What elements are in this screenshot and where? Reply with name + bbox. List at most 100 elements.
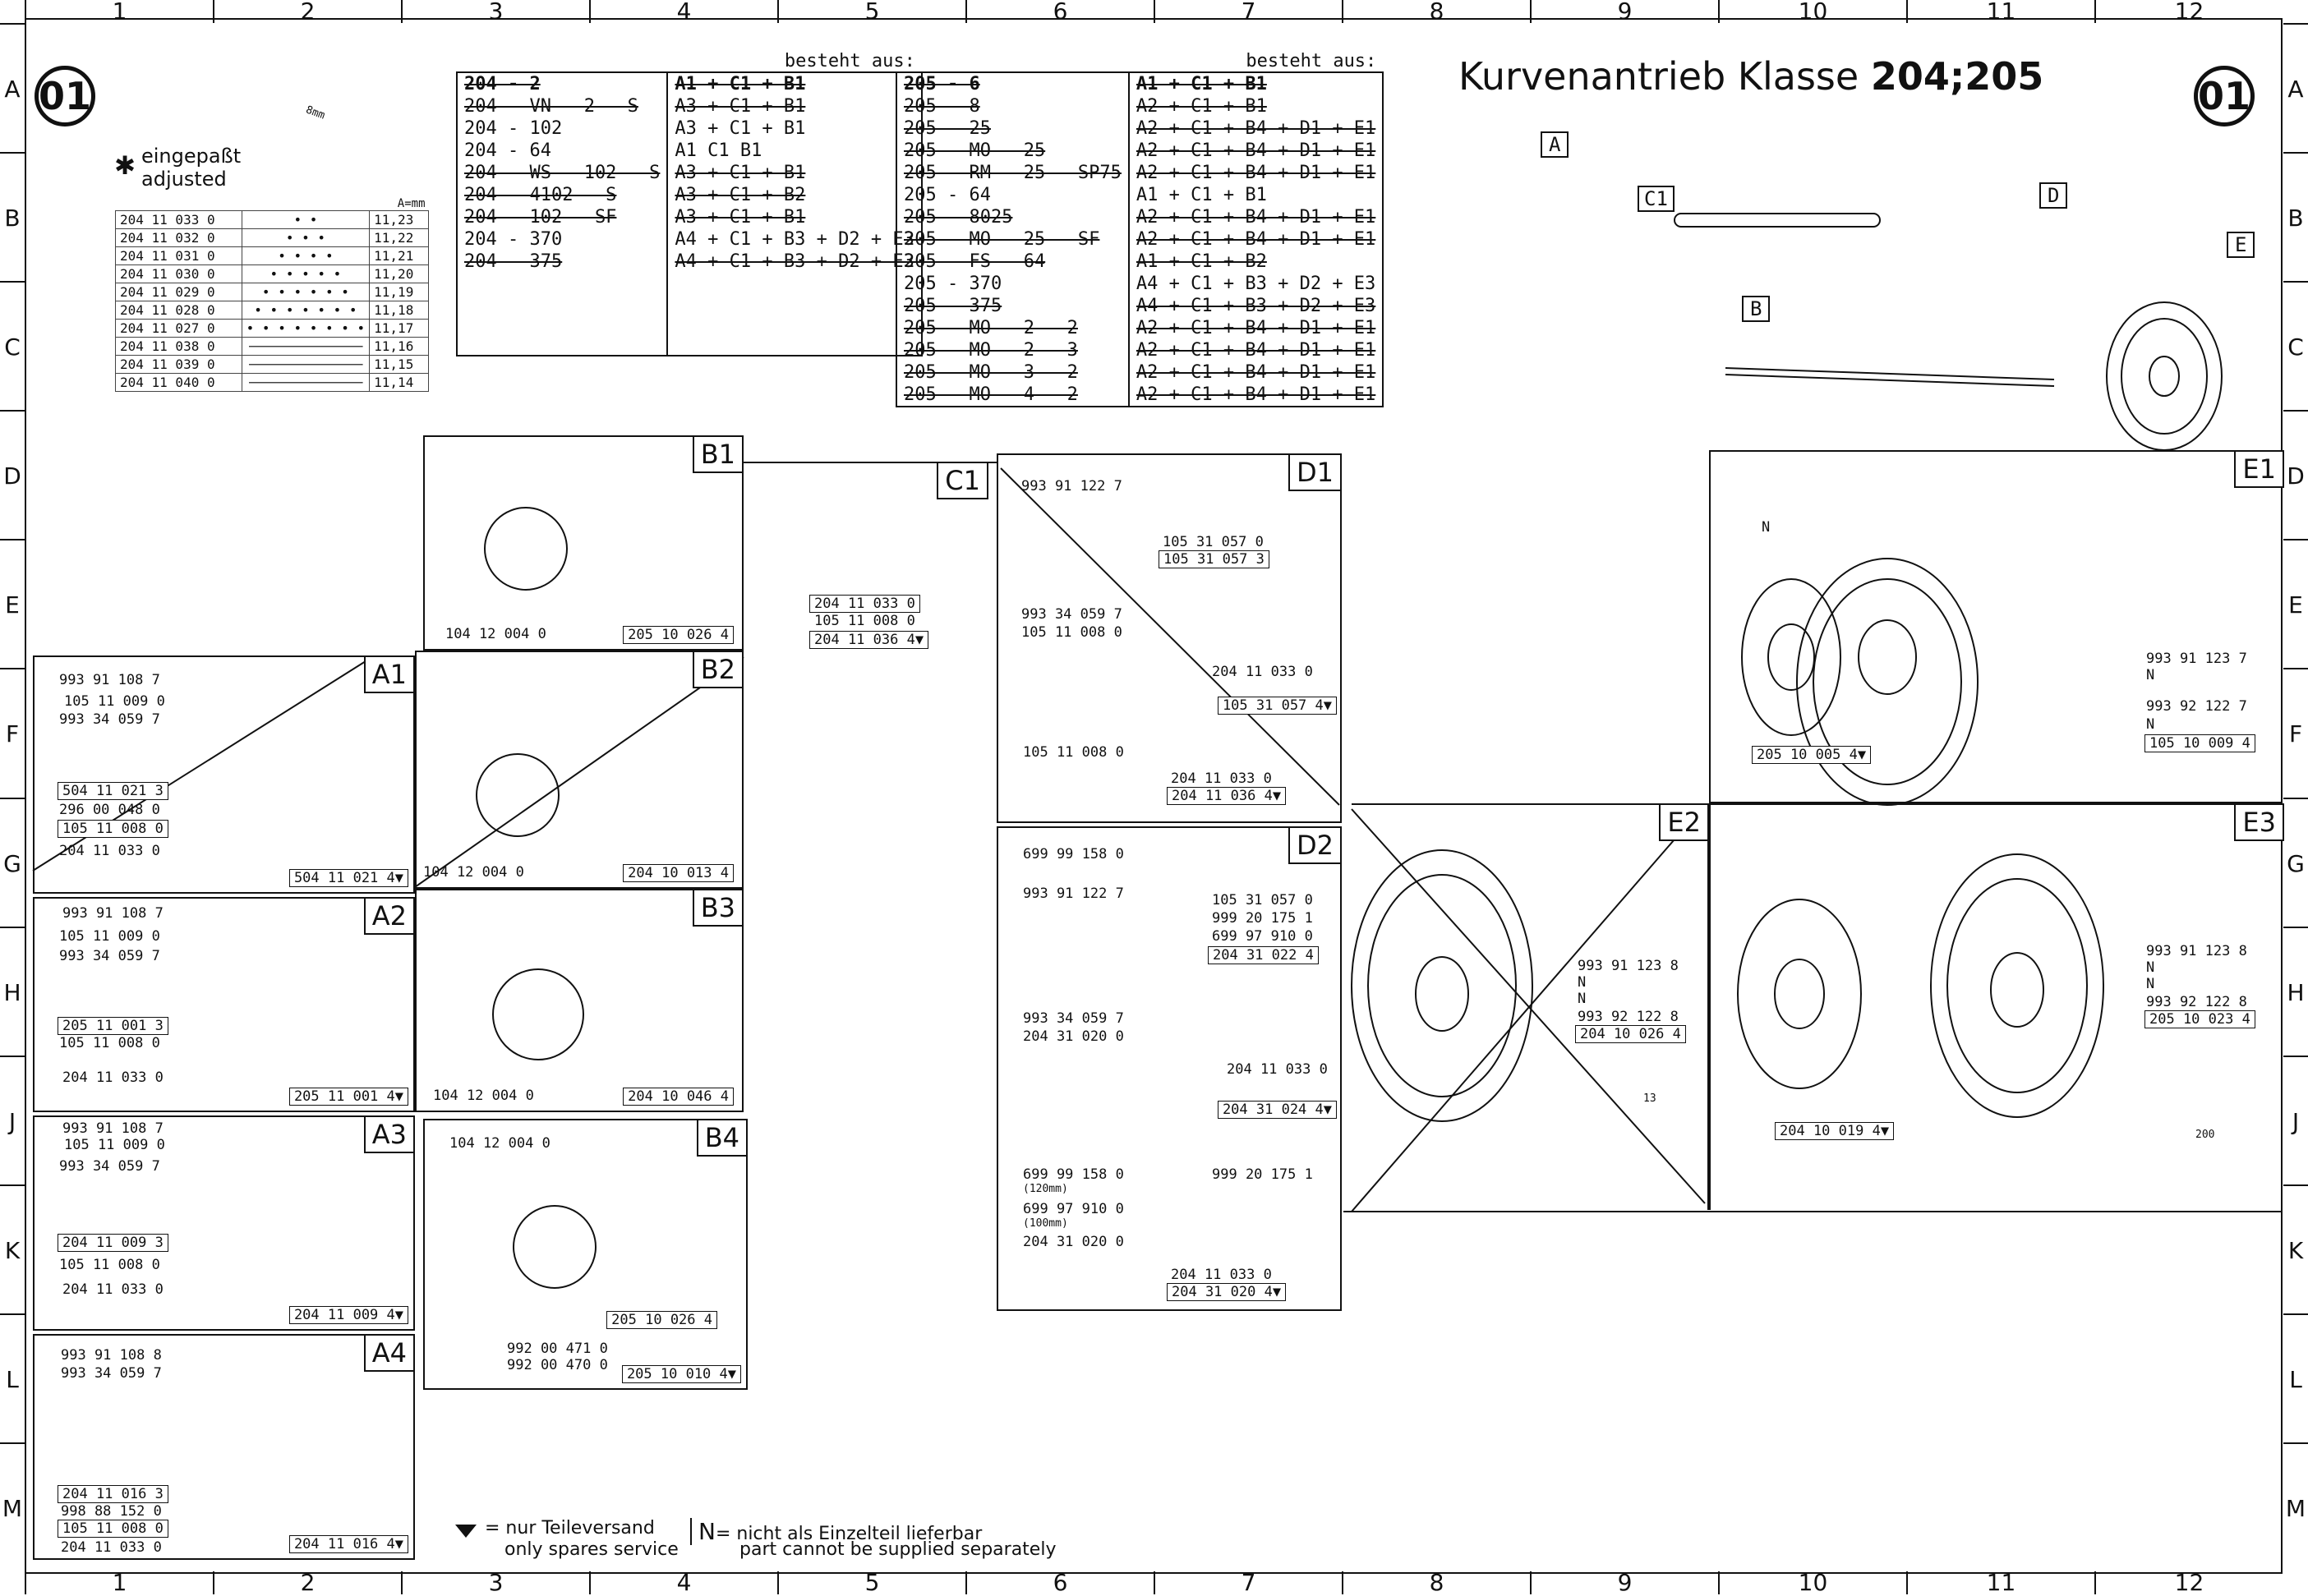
table-cell-parts: A3 + C1 + B1 [666,117,923,140]
dimension-label: 13 [1643,1092,1656,1105]
legend-n-text-de: = nicht als Einzelteil lieferbar [715,1524,983,1544]
column-marker: 9 [1530,1571,1718,1594]
box-label: D2 [1288,826,1342,864]
part-number: 296 00 048 0 [59,802,160,818]
column-marker: 10 [1718,1571,1906,1594]
box-label: E3 [2234,803,2284,841]
column-marker: 6 [965,0,1154,23]
part-number: 105 11 009 0 [59,928,160,945]
part-number: 993 91 108 8 [61,1347,162,1364]
assembly-number: 204 11 009 4▼ [288,1306,408,1324]
table-row: 204 11 031 0• • • •11,21 [115,246,429,265]
table-row [455,314,923,334]
table-cell-part: 204 11 030 0 [115,264,242,283]
part-number: 992 00 471 0 [507,1341,608,1357]
part-number: 105 31 057 3 [1159,550,1269,568]
part-number: 204 31 022 4 [1208,946,1319,964]
part-number: 105 11 008 0 [814,613,915,629]
table-cell-parts: A2 + C1 + B4 + D1 + E1 [1127,317,1384,339]
assembly-number: 205 10 010 4▼ [621,1365,741,1383]
part-number: 993 34 059 7 [61,1365,162,1382]
part-number: 204 11 033 0 [1212,664,1313,680]
column-marker: 8 [1342,1571,1530,1594]
assembly-number: 105 31 057 4▼ [1217,697,1337,715]
column-marker: 9 [1530,0,1718,23]
table-cell-model: 205 - RM - 25 - SP75 [896,162,1130,184]
table-cell-dots: • • • • [241,246,371,265]
row-marker: H [2283,926,2308,1056]
table-cell-model [455,293,669,314]
part-number: 993 91 123 7 [2146,651,2247,667]
row-marker: J [2283,1055,2308,1184]
table-cell-parts [666,273,923,293]
part-number: 105 11 008 0 [58,1520,168,1538]
column-marker: 3 [401,1571,589,1594]
table-cell-parts: A1 + C1 + B1 [1127,72,1384,95]
table-row: 204 11 030 0• • • • •11,20 [115,264,429,283]
legend-n: N= nicht als Einzelteil lieferbar [690,1518,982,1545]
part-number: 998 88 152 0 [61,1503,162,1520]
box-e1: E1 993 91 123 7 N 993 92 122 7 N 105 10 … [1709,450,2284,803]
table-cell-model: 204 - 375 [455,251,669,273]
row-marker: J [0,1055,25,1184]
part-number: 204 11 033 0 [59,843,160,859]
box-e3: E3 993 91 123 8 N N 993 92 122 8 205 10 … [1709,803,2284,1210]
box-label: B4 [696,1119,748,1157]
part-number: 993 91 108 7 [62,1120,164,1137]
table-cell-model: 205 - 370 [896,273,1130,295]
table-cell-parts: A4 + C1 + B3 + D2 + E3 [666,251,923,273]
part-number: 105 31 057 0 [1212,892,1313,908]
table-cell-dots: • • • [241,228,371,247]
table-row: 204 11 032 0• • •11,22 [115,228,429,247]
column-marker: 4 [589,1571,777,1594]
part-number: 699 97 910 0 [1212,928,1313,945]
part-number: 993 34 059 7 [1023,1010,1124,1027]
table-cell-parts: A2 + C1 + B1 [1127,95,1384,117]
table-cell-parts: A2 + C1 + B4 + D1 + E1 [1127,339,1384,361]
box-b4: B4 104 12 004 0 992 00 471 0 992 00 470 … [423,1119,748,1390]
box-e2: E2 993 91 123 8 N N 993 92 122 8 204 10 … [1352,803,1709,1210]
table-cell-model: 205 - 8025 [896,206,1130,228]
part-number: N [2146,716,2155,733]
part-number: 993 92 122 8 [2146,994,2247,1010]
table-cell-parts: A1 + C1 + B1 [1127,184,1384,206]
part-number: N [1762,519,1771,536]
table-cell-part: 204 11 032 0 [115,228,242,247]
row-marker: M [2283,1442,2308,1571]
box-label: B1 [692,435,744,473]
part-number: 999 20 175 1 [1212,910,1313,927]
row-marker: G [0,797,25,927]
table-cell-size: 11,16 [369,337,429,356]
box-label: B2 [692,651,744,688]
column-marker: 1 [25,1571,213,1594]
part-number: 104 12 004 0 [449,1135,551,1152]
table-cell-size: 11,20 [369,264,429,283]
box-d2: D2 699 99 158 0 993 91 122 7 105 31 057 … [997,826,1342,1311]
part-number: 992 00 470 0 [507,1357,608,1373]
assembly-number: 204 11 036 4▼ [1167,787,1287,805]
table-cell-model: 205 - MO - 25 [896,140,1130,162]
table-cell-model: 205 - MO - 3 - 2 [896,361,1130,384]
table-cell-parts [666,293,923,314]
box-label: A4 [363,1334,415,1372]
table-cell-model: 204 - 64 [455,140,669,162]
part-number: 204 11 033 0 [61,1539,162,1556]
part-number: 999 20 175 1 [1212,1166,1313,1183]
part-number: 204 11 033 0 [62,1069,164,1086]
table-cell-part: 204 11 028 0 [115,301,242,320]
part-number: 993 34 059 7 [59,948,160,964]
box-label: E1 [2234,450,2284,488]
